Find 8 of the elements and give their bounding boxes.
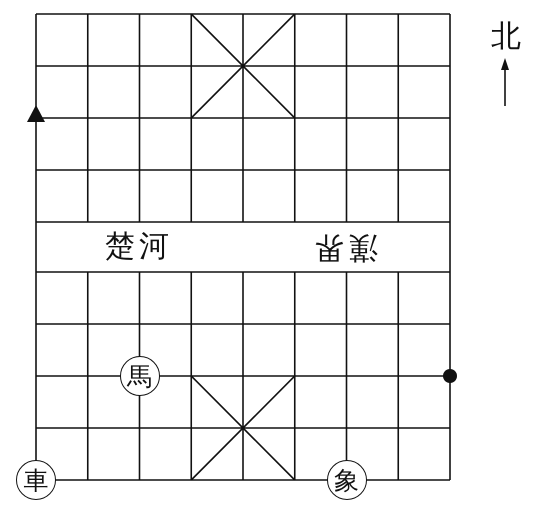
chess-piece: 象 [326,460,366,500]
chess-piece: 馬 [120,356,160,396]
river-label: 楚河 [105,232,173,262]
dot-marker [440,366,460,386]
chess-piece: 車 [16,460,56,500]
river-label: 漢界 [310,232,378,262]
triangle-marker [26,104,46,124]
direction-label: 北 [491,22,521,52]
